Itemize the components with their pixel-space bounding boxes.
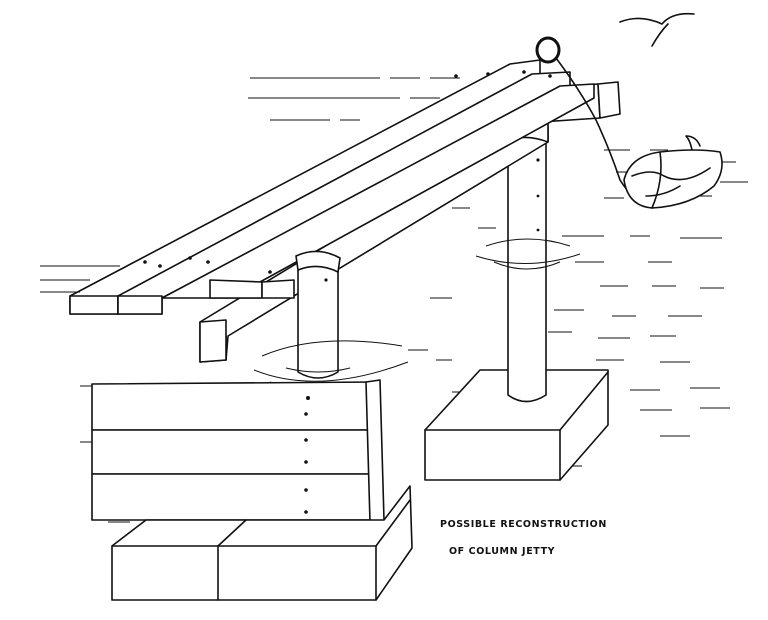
bird-icon [619,12,695,47]
front-base-blocks [108,485,413,601]
deck-planks [40,59,595,315]
left-column [253,250,409,392]
right-pier-base [424,369,609,481]
caption-line-1: POSSIBLE RECONSTRUCTION [440,519,607,530]
caption-line-2: OF COLUMN JETTY [449,546,556,557]
quay-beams [80,379,385,523]
boat-icon [623,135,723,209]
